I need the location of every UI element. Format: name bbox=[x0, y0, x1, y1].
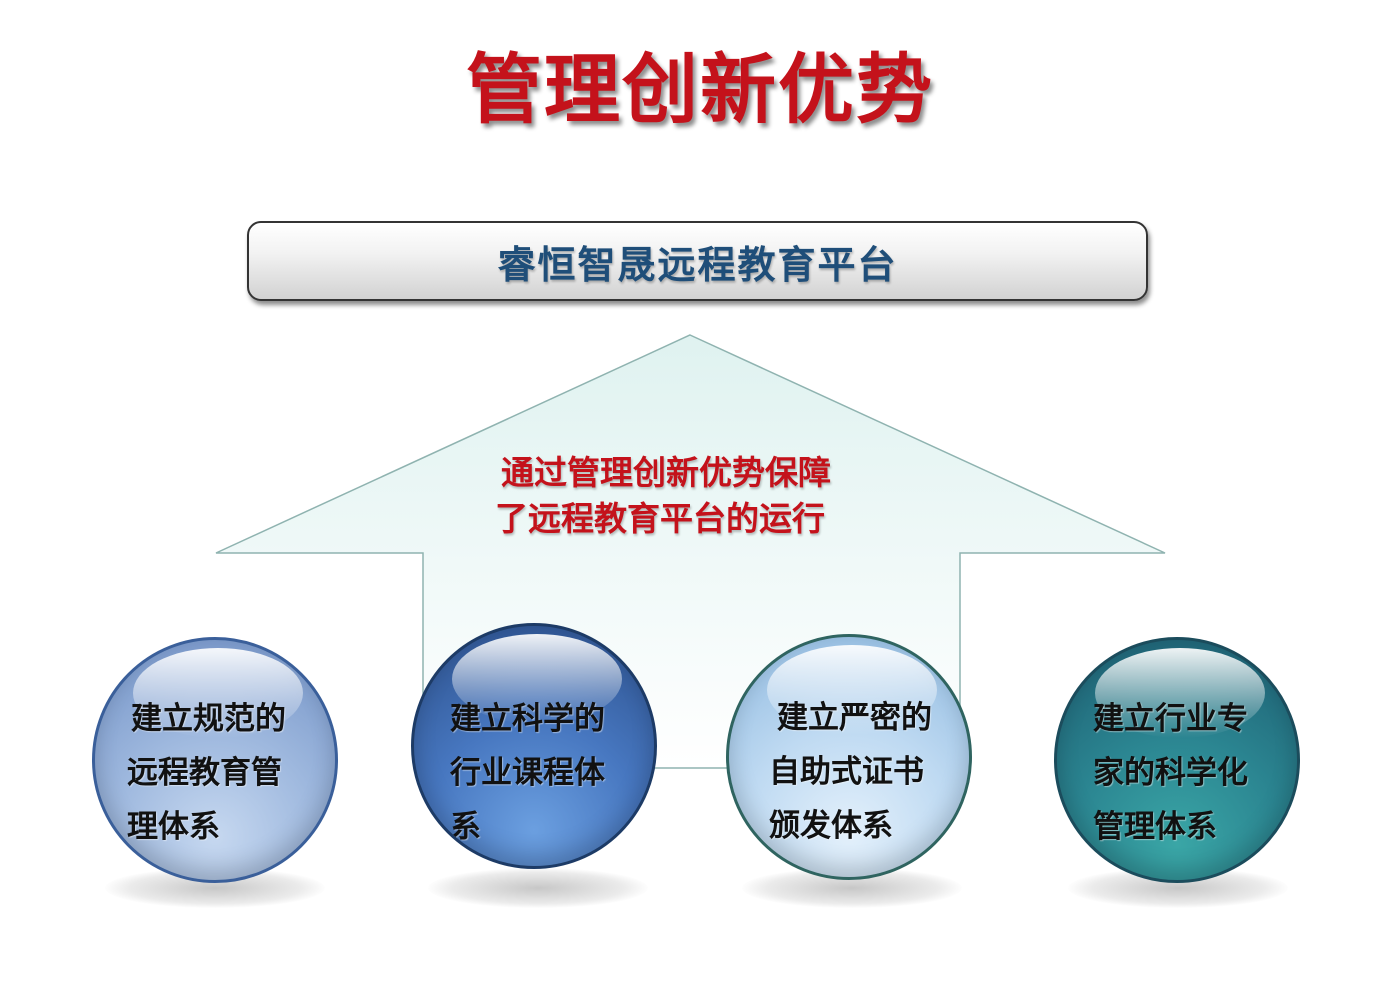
pillar-label: 建立规范的 远程教育管 理体系 bbox=[127, 701, 286, 845]
platform-label: 睿恒智晟远程教育平台 bbox=[497, 242, 898, 287]
pillar-sphere-standard-management: 建立规范的 远程教育管 理体系 bbox=[92, 637, 338, 883]
pillar-sphere-course-system: 建立科学的 行业课程体 系 bbox=[411, 623, 657, 869]
sphere-gloss bbox=[767, 645, 937, 735]
sphere-gloss bbox=[1095, 648, 1265, 738]
page-title: 管理创新优势 bbox=[466, 45, 934, 134]
pillar-label: 建立科学的 行业课程体 系 bbox=[450, 701, 605, 845]
arrow-caption-line-2: 了远程教育平台的运行 bbox=[495, 499, 825, 538]
pillar-sphere-expert-management: 建立行业专 家的科学化 管理体系 bbox=[1054, 637, 1300, 883]
sphere-shadow bbox=[428, 868, 648, 908]
pillar-label: 建立行业专 家的科学化 管理体系 bbox=[1093, 701, 1248, 845]
arrow-body bbox=[215, 334, 1166, 769]
arrow-caption: 通过管理创新优势保障 了远程教育平台的运行 bbox=[495, 450, 915, 542]
arrow-caption-line-1: 通过管理创新优势保障 bbox=[501, 453, 831, 492]
platform-banner: 睿恒智晟远程教育平台 bbox=[247, 221, 1148, 301]
pillar-sphere-certificate-system: 建立严密的 自助式证书 颁发体系 bbox=[726, 634, 972, 880]
sphere-gloss bbox=[133, 648, 303, 738]
pillar-label: 建立严密的 自助式证书 颁发体系 bbox=[769, 700, 932, 844]
sphere-gloss bbox=[452, 634, 622, 724]
